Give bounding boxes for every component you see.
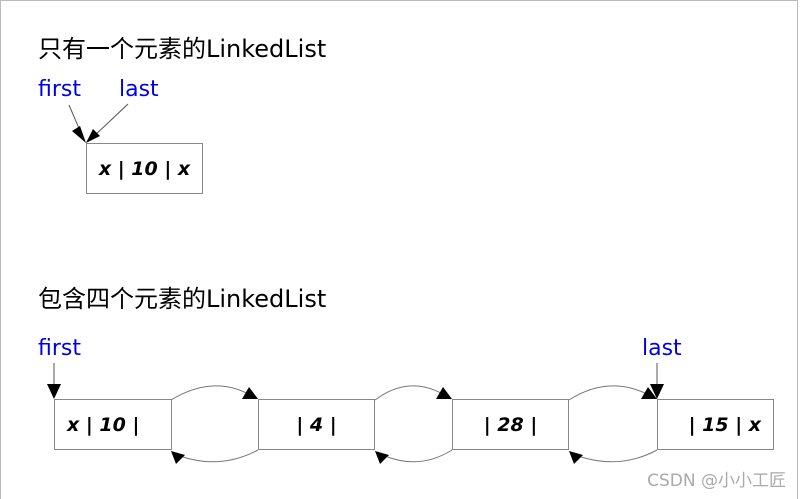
next-prev-links bbox=[170, 385, 658, 463]
watermark: CSDN @小小工匠 bbox=[647, 471, 786, 491]
section2-title: 包含四个元素的LinkedList bbox=[38, 285, 327, 313]
last-pointer-arrow bbox=[650, 363, 664, 399]
single-node: x | 10 | x bbox=[86, 143, 203, 194]
link-arrowheads bbox=[171, 387, 657, 464]
section1-last-label: last bbox=[119, 77, 159, 102]
list-node-4: | 15 | x bbox=[657, 399, 774, 450]
section2-first-label: first bbox=[38, 336, 81, 361]
list-node-1: x | 10 | bbox=[54, 399, 172, 450]
section1-first-label: first bbox=[38, 77, 81, 102]
list-node-2: | 4 | bbox=[258, 399, 375, 450]
first-pointer-arrow bbox=[47, 363, 61, 399]
section1-pointer-arrows bbox=[68, 103, 129, 143]
section1-title: 只有一个元素的LinkedList bbox=[38, 35, 327, 63]
list-node-3: | 28 | bbox=[452, 399, 569, 450]
section2-last-label: last bbox=[642, 336, 682, 361]
